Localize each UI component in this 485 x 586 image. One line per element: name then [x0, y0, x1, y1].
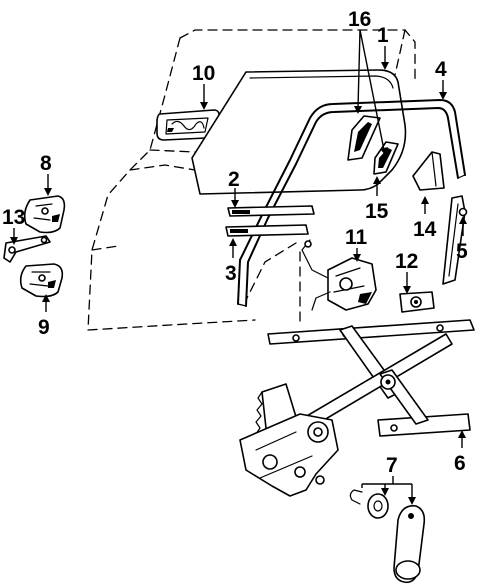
callout-13: 13 — [2, 206, 25, 229]
callout-6: 6 — [454, 452, 466, 475]
callout-1: 1 — [377, 24, 389, 47]
callout-2: 2 — [228, 168, 240, 191]
callout-15: 15 — [365, 200, 389, 223]
callout-14: 14 — [413, 218, 437, 241]
door-check-strap — [3, 235, 51, 263]
door-hinge-lower — [19, 263, 64, 298]
division-channel-pieces — [347, 115, 399, 175]
callout-12: 12 — [395, 250, 418, 273]
belt-weatherstrips — [225, 205, 315, 237]
door-glass — [191, 69, 407, 195]
leader-lines — [10, 29, 467, 505]
door-shell-outline — [87, 29, 416, 331]
corner-filler-piece — [412, 151, 445, 191]
callout-8: 8 — [40, 152, 52, 175]
window-regulator — [239, 319, 475, 497]
callout-5: 5 — [456, 240, 468, 263]
door-latch-assembly — [301, 239, 377, 311]
inside-door-handle — [156, 109, 220, 141]
callout-labels: 1 2 3 4 5 6 7 8 9 10 11 12 13 14 15 16 — [2, 8, 468, 477]
rear-channel-strip — [442, 195, 468, 285]
callout-10: 10 — [192, 62, 215, 85]
glass-run-channel — [237, 99, 466, 307]
callout-9: 9 — [38, 316, 50, 339]
window-crank-handle — [349, 489, 426, 584]
callout-16: 16 — [348, 8, 371, 31]
callout-11: 11 — [345, 226, 368, 249]
door-hinge-upper — [23, 195, 66, 234]
callout-3: 3 — [225, 262, 237, 285]
door-striker — [399, 291, 435, 313]
callout-4: 4 — [435, 58, 447, 81]
callout-7: 7 — [386, 454, 398, 477]
